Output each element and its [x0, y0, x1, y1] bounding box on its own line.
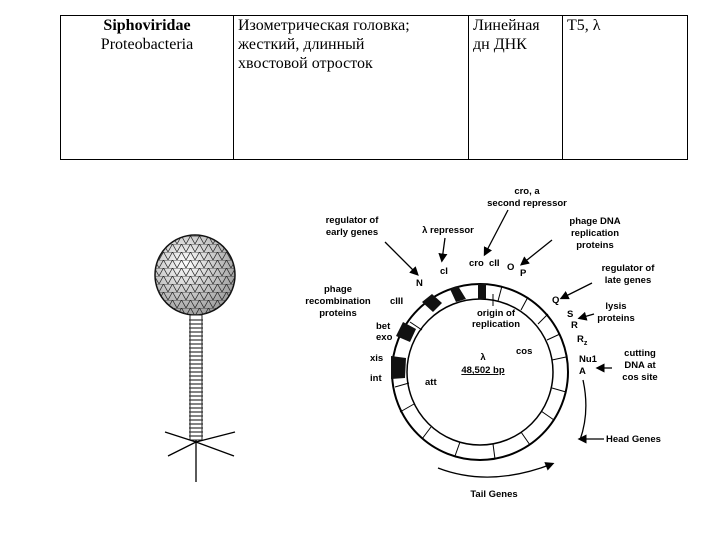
annotation-cro: cro, a: [514, 186, 540, 197]
annotation-cutting: DNA at: [624, 360, 656, 371]
examples-text: T5, λ: [567, 17, 601, 34]
annotation-replication: proteins: [576, 240, 613, 251]
annotation-recombination: recombination: [305, 296, 371, 307]
genome-cell: Линейная дн ДНК: [468, 15, 563, 160]
genome-name: λ: [480, 352, 486, 363]
gene-dividers: [394, 285, 567, 460]
gene-N: N: [416, 278, 423, 289]
arrow: [559, 282, 593, 300]
examples-cell: T5, λ: [562, 15, 688, 160]
head-genes-bracket: [579, 379, 587, 441]
annotation-tail-genes: Tail Genes: [470, 489, 517, 500]
annotation-lysis: proteins: [597, 313, 634, 324]
siphovirus-illustration: [154, 234, 236, 482]
annotation-replication: replication: [571, 228, 619, 239]
annotation-head-genes: Head Genes: [606, 434, 661, 445]
lambda-genome-map: origin of replication λ 48,502 bp cro cI…: [305, 186, 661, 500]
virus-family-table: Siphoviridae Proteobacteria Изометрическ…: [60, 15, 688, 160]
gene-Rz: Rz: [577, 334, 588, 347]
arrow: [519, 239, 553, 266]
annotation-lysis: lysis: [605, 301, 626, 312]
gene-xis: xis: [370, 353, 383, 364]
gene-bet: bet: [376, 321, 391, 332]
gene-int: int: [370, 373, 382, 384]
gene-cIII: cIII: [390, 296, 403, 307]
gene-Nu1: Nu1: [579, 354, 598, 365]
arrow: [384, 241, 419, 276]
gene-cII: cII: [489, 258, 500, 269]
annotation-late: late genes: [605, 275, 651, 286]
gene-Q: Q: [552, 295, 559, 306]
gene-att: att: [425, 377, 437, 388]
annotation-recombination: proteins: [319, 308, 356, 319]
annotation-late: regulator of: [602, 263, 656, 274]
gene-segments: [391, 284, 486, 379]
gene-P: P: [520, 268, 527, 279]
origin-label: origin of: [477, 308, 516, 319]
annotation-lambda-repressor: λ repressor: [422, 225, 474, 236]
gene-cos-inner: cos: [516, 346, 532, 357]
annotation-cro: second repressor: [487, 198, 567, 209]
morphology-line: хвостовой отросток: [238, 55, 373, 72]
tail-fibers: [164, 431, 236, 482]
capsid-head: [154, 234, 236, 316]
genome-line: Линейная: [473, 17, 540, 34]
family-name: Siphoviridae: [103, 17, 191, 34]
annotation-replication: phage DNA: [569, 216, 620, 227]
morphology-line: жесткий, длинный: [238, 36, 365, 53]
arrow: [577, 311, 595, 321]
host-name: Proteobacteria: [100, 36, 194, 53]
gene-exo: exo: [376, 332, 393, 343]
annotation-early: regulator of: [326, 215, 380, 226]
morphology-line: Изометрическая головка;: [238, 17, 410, 34]
morphology-cell: Изометрическая головка; жесткий, длинный…: [233, 15, 469, 160]
gene-cro: cro: [469, 258, 484, 269]
annotation-cutting: cutting: [624, 348, 656, 359]
gene-cI: cI: [440, 266, 448, 277]
tail-genes-bracket: [437, 462, 555, 478]
genome-size: 48,502 bp: [461, 365, 504, 376]
origin-label: replication: [472, 319, 520, 330]
genome-line: дн ДНК: [473, 36, 527, 53]
arrow: [483, 209, 509, 257]
gene-R: R: [571, 320, 578, 331]
table-row: Siphoviridae Proteobacteria Изометрическ…: [60, 15, 688, 160]
arrow: [438, 237, 448, 263]
gene-S: S: [567, 309, 573, 320]
annotation-cutting: cos site: [622, 372, 657, 383]
tail-tube: [189, 314, 203, 441]
annotation-recombination: phage: [324, 284, 352, 295]
gene-A: A: [579, 366, 586, 377]
family-cell: Siphoviridae Proteobacteria: [60, 15, 234, 160]
gene-O: O: [507, 262, 514, 273]
annotation-early: early genes: [326, 227, 378, 238]
